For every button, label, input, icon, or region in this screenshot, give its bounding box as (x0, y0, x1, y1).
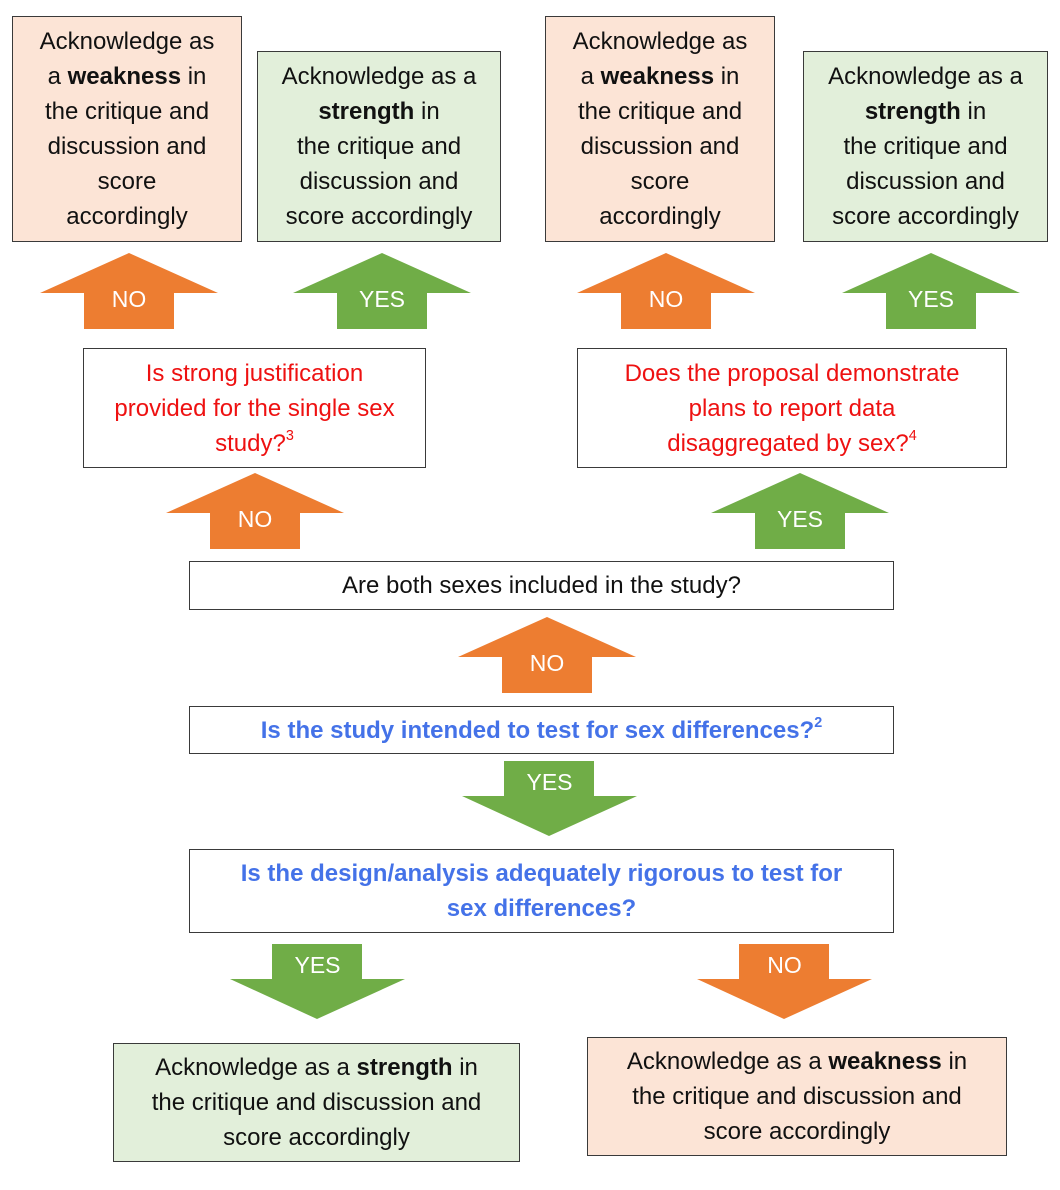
keyword-strength: strength (864, 98, 961, 125)
arrow-label: YES (526, 769, 573, 795)
keyword-weakness: weakness (600, 63, 715, 90)
question-disaggregated: Does the proposal demonstrate plans to r… (577, 348, 1007, 468)
arrow-label: YES (294, 952, 341, 978)
arrow-yes-to-strength-bottom: YES (230, 944, 405, 1019)
arrow-yes-to-strength-left: YES (293, 253, 471, 329)
question-intended: Is the study intended to test for sex di… (189, 706, 894, 754)
keyword-weakness: weakness (828, 1048, 942, 1075)
outcome-text: Acknowledge as a weakness in the critiqu… (39, 28, 215, 230)
arrow-yes-to-disaggregated: YES (711, 473, 889, 549)
arrow-label: YES (776, 506, 824, 532)
arrow-no-to-both-sexes: NO (458, 617, 636, 693)
arrow-label: NO (237, 506, 273, 532)
outcome-weakness-single-sex: Acknowledge as a weakness in the critiqu… (12, 16, 242, 242)
keyword-weakness: weakness (67, 63, 182, 90)
arrow-no-to-justification: NO (166, 473, 344, 549)
outcome-weakness-disaggregated: Acknowledge as a weakness in the critiqu… (545, 16, 775, 242)
outcome-strength-disaggregated: Acknowledge as a strength in the critiqu… (803, 51, 1048, 242)
arrow-no-to-weakness-left: NO (40, 253, 218, 329)
footnote-marker: 3 (285, 428, 294, 445)
outcome-strength-rigorous: Acknowledge as a strength in the critiqu… (113, 1043, 520, 1162)
arrow-label: NO (648, 286, 684, 312)
outcome-strength-single-sex: Acknowledge as a strength in the critiqu… (257, 51, 501, 242)
question-rigorous: Is the design/analysis adequately rigoro… (189, 849, 894, 933)
outcome-text: Acknowledge as a strength in the critiqu… (281, 63, 477, 230)
arrow-label: NO (529, 650, 565, 676)
footnote-marker: 2 (814, 715, 823, 732)
arrow-no-to-weakness-right: NO (577, 253, 755, 329)
arrow-no-to-weakness-bottom: NO (697, 944, 872, 1019)
arrow-label: NO (767, 952, 802, 978)
question-justification: Is strong justification provided for the… (83, 348, 426, 468)
outcome-text: Acknowledge as a weakness in the critiqu… (572, 28, 748, 230)
outcome-weakness-rigorous: Acknowledge as a weakness in the critiqu… (587, 1037, 1007, 1156)
arrow-label: YES (907, 286, 955, 312)
outcome-text: Acknowledge as a strength in the critiqu… (828, 63, 1023, 230)
arrow-label: NO (111, 286, 147, 312)
arrow-yes-to-strength-right: YES (842, 253, 1020, 329)
keyword-strength: strength (356, 1054, 453, 1081)
footnote-marker: 4 (908, 428, 917, 445)
keyword-strength: strength (318, 98, 415, 125)
arrow-label: YES (358, 286, 406, 312)
question-both-sexes: Are both sexes included in the study? (189, 561, 894, 610)
arrow-yes-to-rigorous: YES (462, 761, 637, 836)
